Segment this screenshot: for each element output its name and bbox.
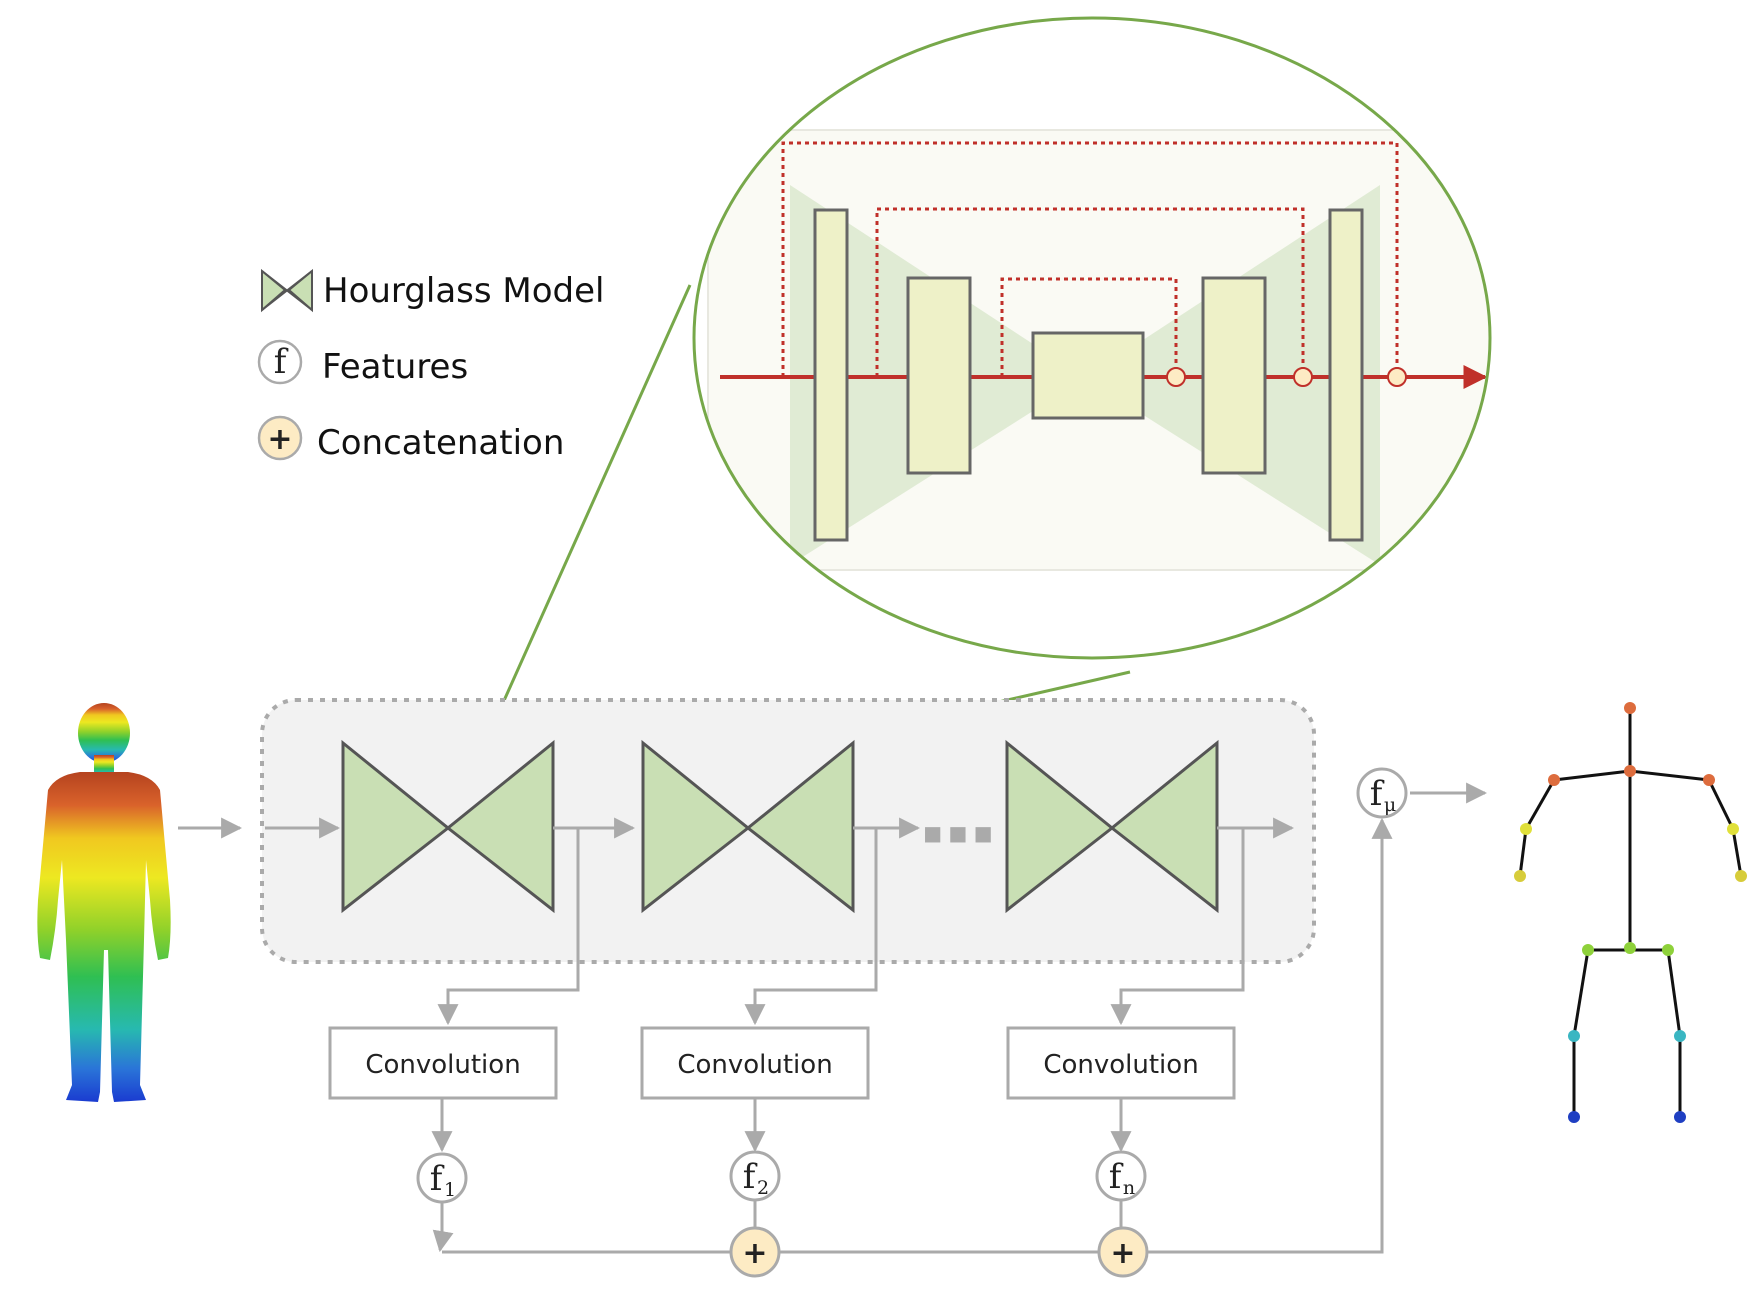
fused-feature-symbol: f: [1370, 774, 1385, 814]
feature-symbol-2: f: [743, 1157, 758, 1197]
legend-hourglass-label: Hourglass Model: [323, 271, 604, 311]
convolution-label-1: Convolution: [365, 1050, 520, 1080]
skip-connections: [781, 141, 1399, 377]
hourglass-detail-zoom: [692, 16, 1492, 660]
feature-symbol-1: f: [430, 1159, 445, 1199]
feature-subscript-1: 1: [444, 1179, 456, 1201]
convolution-label-n: Convolution: [1043, 1050, 1198, 1080]
ellipsis-dots: ■ ■ ■: [923, 821, 992, 845]
unet-blocks: [813, 208, 1364, 542]
hourglass-legend-icon: [261, 268, 313, 313]
concat-node-2: +: [1097, 1226, 1149, 1278]
legend-features-symbol: f: [274, 342, 289, 382]
concat-symbol-2: +: [1110, 1236, 1135, 1271]
feature-symbol-n: f: [1109, 1157, 1124, 1197]
convolution-label-2: Convolution: [677, 1050, 832, 1080]
feature-node-1: f 1: [416, 1152, 468, 1204]
feature-subscript-2: 2: [757, 1177, 769, 1199]
legend-concat-symbol: +: [267, 422, 292, 457]
feature-node-n: f n: [1095, 1150, 1147, 1202]
convolution-block-2: Convolution: [640, 1026, 870, 1100]
fused-feature-node: f μ: [1356, 767, 1408, 819]
convolution-block-n: Convolution: [1006, 1026, 1236, 1100]
concat-node-1: +: [729, 1226, 781, 1278]
legend-concat-label: Concatenation: [317, 423, 564, 463]
legend: Hourglass Model f Features + Concatenati…: [257, 268, 604, 463]
skeleton-joints: [1514, 702, 1747, 1123]
pose-skeleton-icon: [1514, 702, 1747, 1123]
concat-legend-icon: +: [257, 415, 303, 461]
convolution-block-1: Convolution: [328, 1026, 558, 1100]
detail-concat-nodes: [1166, 367, 1407, 387]
feature-node-2: f 2: [729, 1150, 781, 1202]
flow-arrows: [178, 782, 1488, 1254]
fused-feature-subscript: μ: [1384, 794, 1396, 816]
feature-subscript-n: n: [1123, 1177, 1135, 1199]
concat-symbol-1: +: [742, 1236, 767, 1271]
legend-features-label: Features: [322, 347, 468, 387]
features-legend-icon: f: [257, 339, 303, 385]
heatmap-person-icon: [37, 703, 171, 1102]
